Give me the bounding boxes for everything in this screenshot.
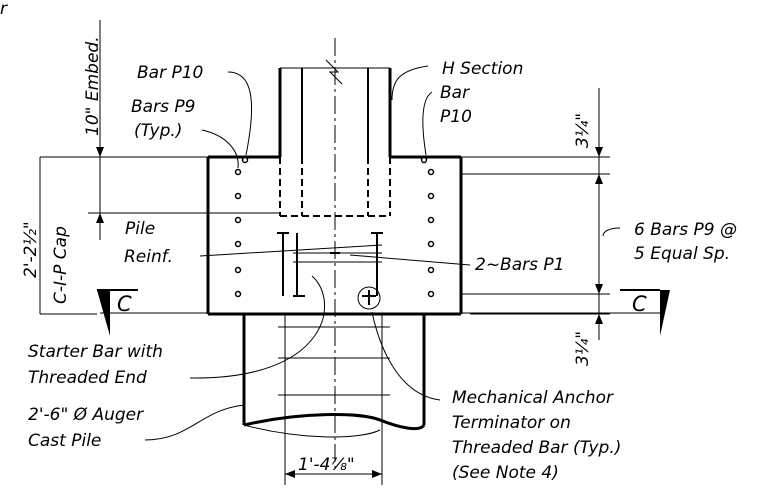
section-c-right-label: C: [632, 292, 647, 316]
mech-anchor-label: Mechanical Anchor: [452, 388, 614, 408]
pile-reinforcement: [277, 232, 383, 297]
section-c-left-label: C: [117, 292, 132, 316]
starter-bar-label-2: Threaded End: [28, 368, 147, 388]
bars-p9-right: [420, 156, 435, 298]
h-section: [278, 59, 392, 157]
six-bars-label-2: 5 Equal Sp.: [634, 244, 730, 264]
left-dimensions: [39, 20, 280, 315]
auger-cast-pile: [242, 314, 426, 485]
section-cut-left: [97, 290, 208, 336]
bottom-dim-label: 3¼": [573, 331, 593, 366]
embed-label: 10" Embed.: [83, 36, 103, 136]
embedded-h-section: [279, 157, 391, 217]
cip-cap-label: C-I-P Cap: [51, 226, 71, 304]
auger-pile-label-2: Cast Pile: [28, 431, 101, 451]
top-dim-label: 3¼": [573, 113, 593, 148]
cap-height-label: 2'-2½": [21, 221, 41, 278]
break-symbol: [325, 59, 343, 85]
right-dimensions: [461, 88, 610, 340]
bars-p9-left: [234, 156, 249, 298]
mech-anchor-label-3: Threaded Bar (Typ.): [452, 438, 621, 458]
bars-p1-label: 2~Bars P1: [475, 255, 564, 275]
width-dimension: [285, 470, 382, 478]
auger-pile-label: 2'-6" Ø Auger: [28, 405, 144, 425]
bar-p10-right-label-2: P10: [440, 107, 472, 127]
bar-p10-left-label: Bar P10: [137, 63, 203, 83]
corner-mark: r: [0, 0, 8, 19]
starter-bar-label: Starter Bar with: [28, 342, 163, 362]
width-dim-label: 1'-4⅞": [298, 455, 355, 475]
cip-cap: [206, 155, 463, 316]
mech-anchor-label-4: (See Note 4): [452, 463, 559, 483]
mech-anchor-label-2: Terminator on: [452, 413, 571, 433]
pile-reinf-label-2: Reinf.: [124, 247, 173, 267]
bars-p9-typ-label: (Typ.): [134, 121, 182, 141]
leader-lines: [144, 65, 621, 441]
bar-p10-right-label: Bar: [440, 83, 470, 103]
pile-reinf-label: Pile: [125, 219, 155, 239]
section-cut-right: [461, 289, 670, 336]
bars-p9-label: Bars P9: [131, 97, 195, 117]
h-section-label: H Section: [442, 59, 523, 79]
six-bars-label: 6 Bars P9 @: [634, 220, 737, 240]
mechanical-anchor: [357, 286, 381, 310]
